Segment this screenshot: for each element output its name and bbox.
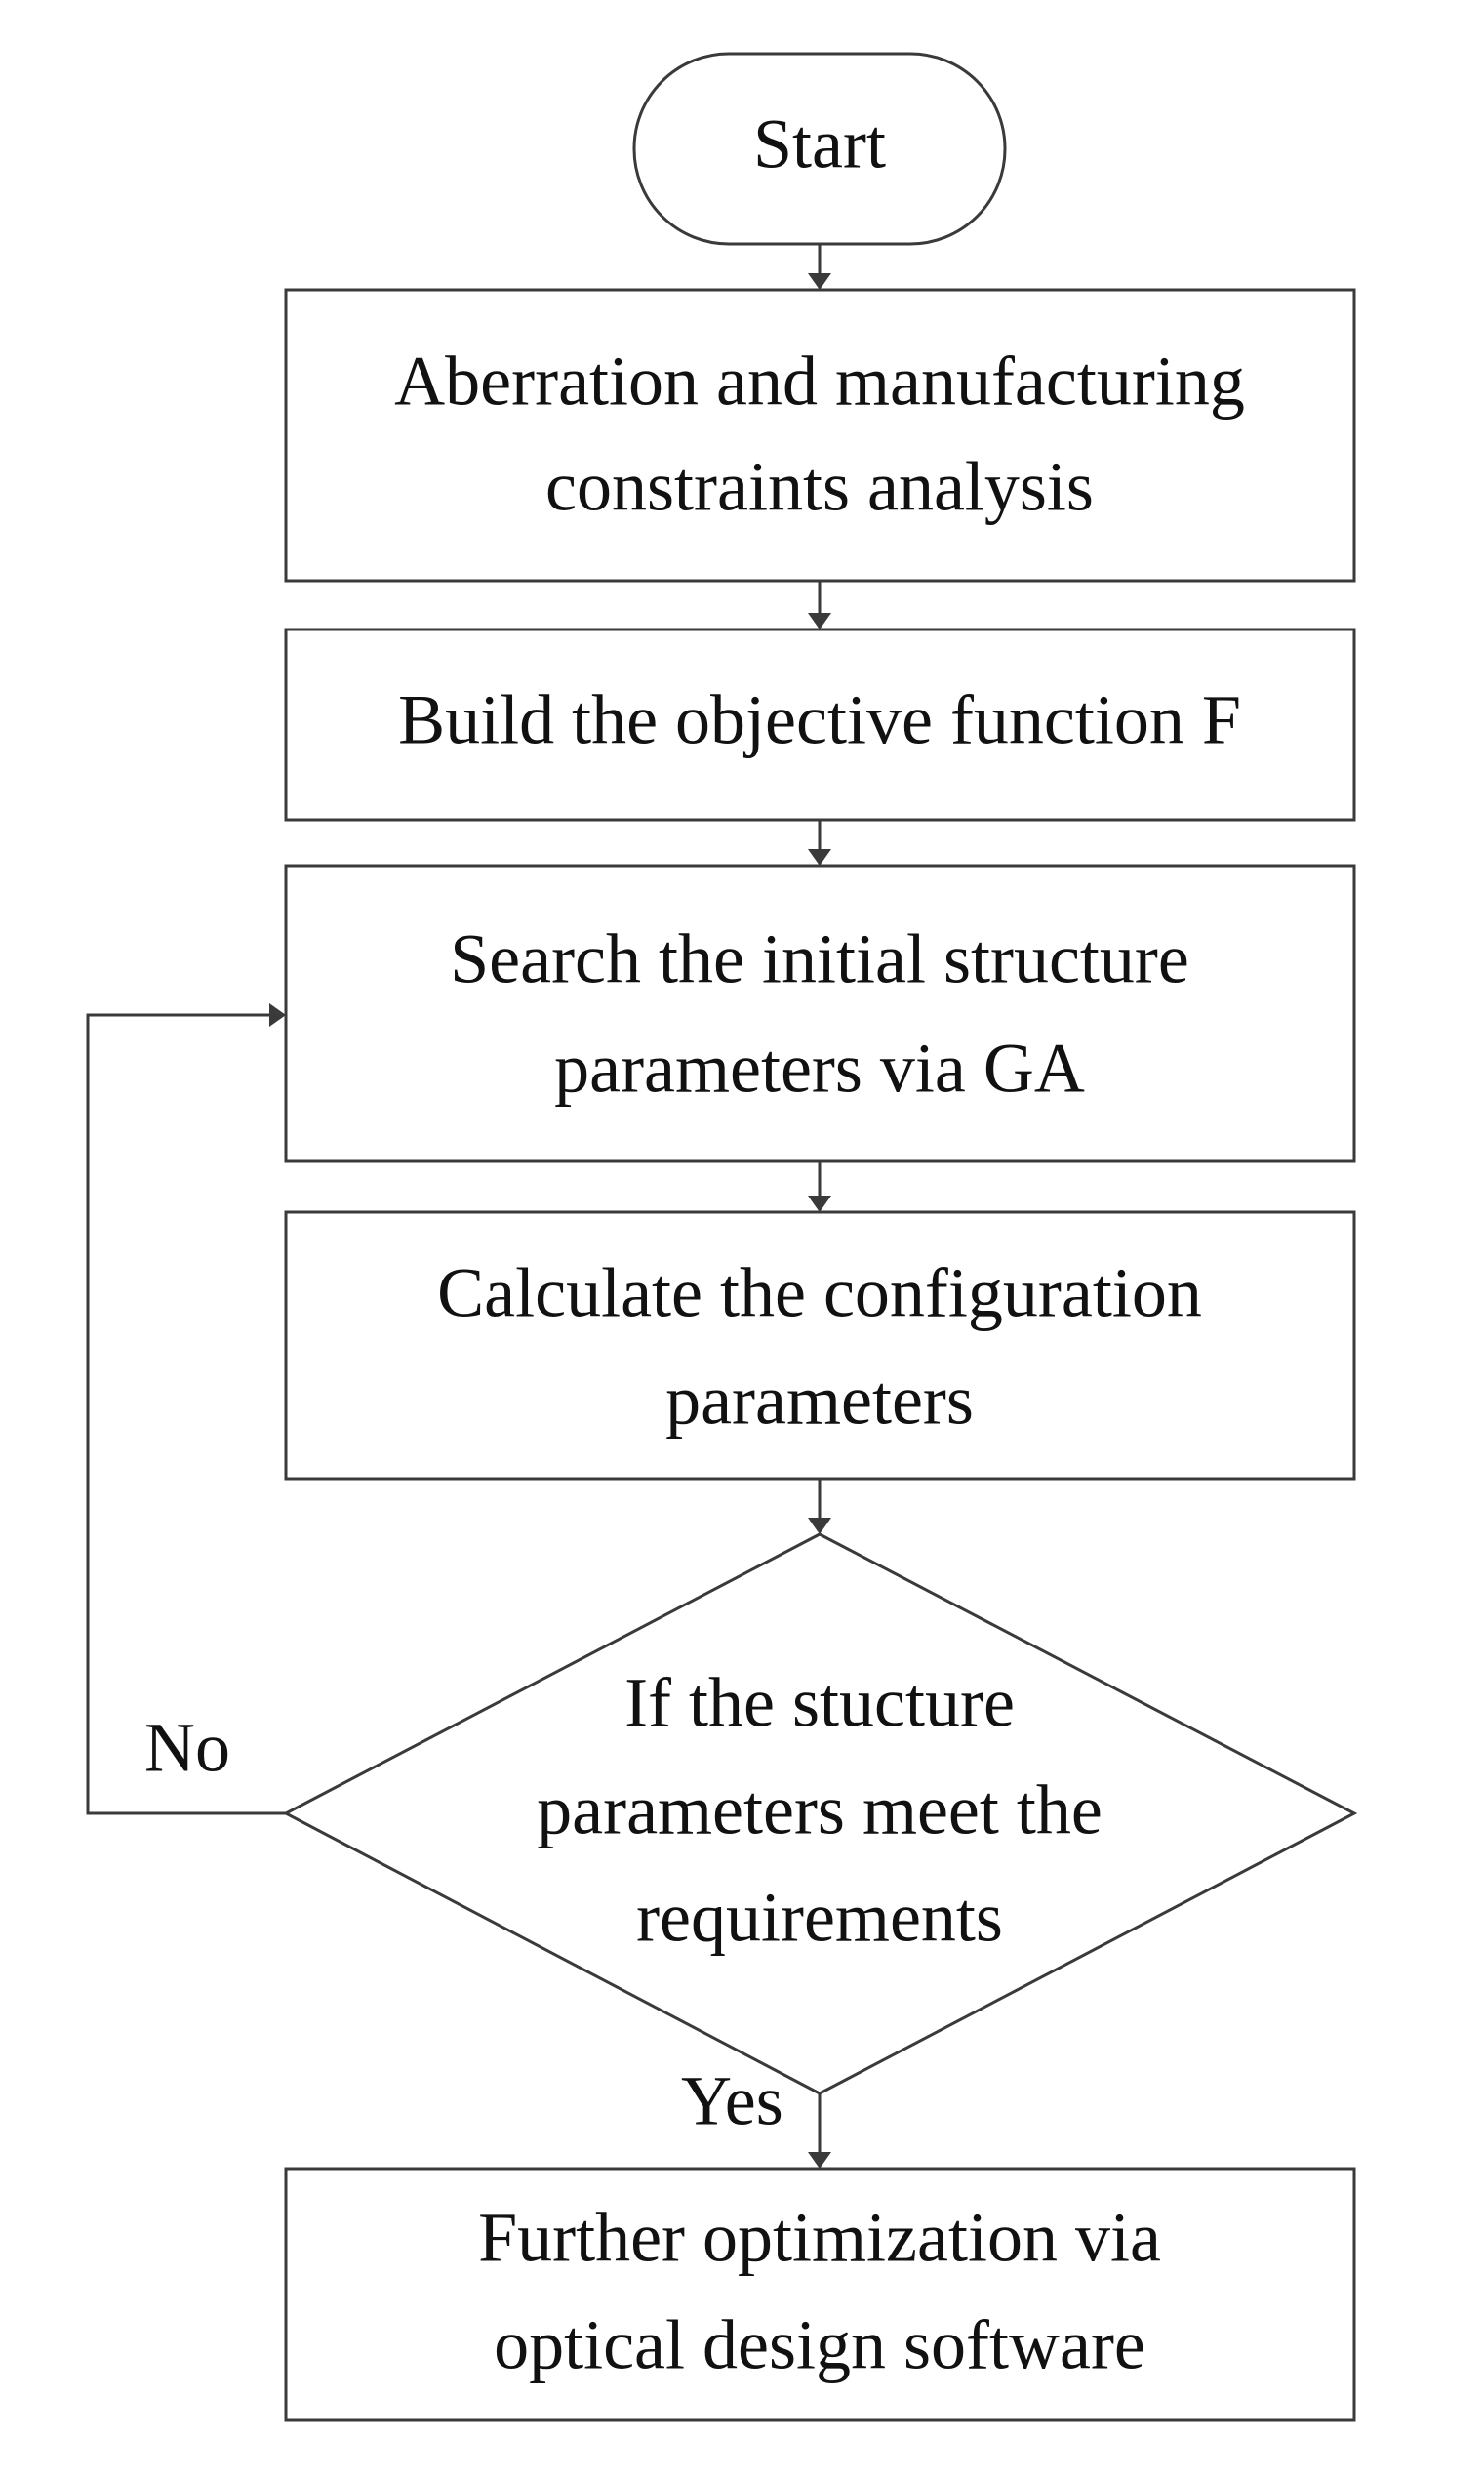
configuration-step-line-1: Calculate the configuration: [437, 1254, 1202, 1332]
ga-search-step-line-1: Search the initial structure: [450, 920, 1189, 998]
start-label: Start: [753, 105, 886, 183]
objective-function-step: Build the objective function F: [284, 628, 1356, 822]
optimization-step-line-1: Further optimization via: [478, 2199, 1161, 2277]
decision-line-3: requirements: [636, 1879, 1003, 1957]
arrow-search-to-calculate: [808, 1161, 831, 1212]
analysis-step: Aberration and manufacturing constraints…: [284, 288, 1356, 583]
requirements-decision: If the stucture parameters meet the requ…: [282, 1532, 1358, 2095]
arrow-calculate-to-decision: [808, 1479, 831, 1534]
decision-line-1: If the stucture: [624, 1664, 1015, 1742]
ga-search-step: Search the initial structure parameters …: [284, 864, 1356, 1163]
start-node: Start: [632, 52, 1007, 246]
optimization-step: Further optimization via optical design …: [284, 2167, 1356, 2422]
analysis-step-line-2: constraints analysis: [545, 448, 1094, 526]
configuration-step-line-2: parameters: [665, 1361, 974, 1440]
ga-search-step-line-2: parameters via GA: [554, 1030, 1085, 1108]
optimization-step-line-2: optical design software: [494, 2306, 1145, 2384]
objective-function-step-line-1: Build the objective function F: [398, 681, 1241, 759]
configuration-step: Calculate the configuration parameters: [284, 1210, 1356, 1481]
no-label: No: [144, 1709, 230, 1787]
decision-line-2: parameters meet the: [537, 1771, 1103, 1849]
yes-connector: [808, 2093, 831, 2169]
arrow-objective-to-search: [808, 820, 831, 866]
no-loop-connector: [86, 1003, 286, 1815]
arrow-start-to-analysis: [808, 244, 831, 290]
analysis-step-line-1: Aberration and manufacturing: [394, 343, 1245, 421]
arrow-analysis-to-objective: [808, 581, 831, 630]
yes-label: Yes: [681, 2062, 783, 2140]
